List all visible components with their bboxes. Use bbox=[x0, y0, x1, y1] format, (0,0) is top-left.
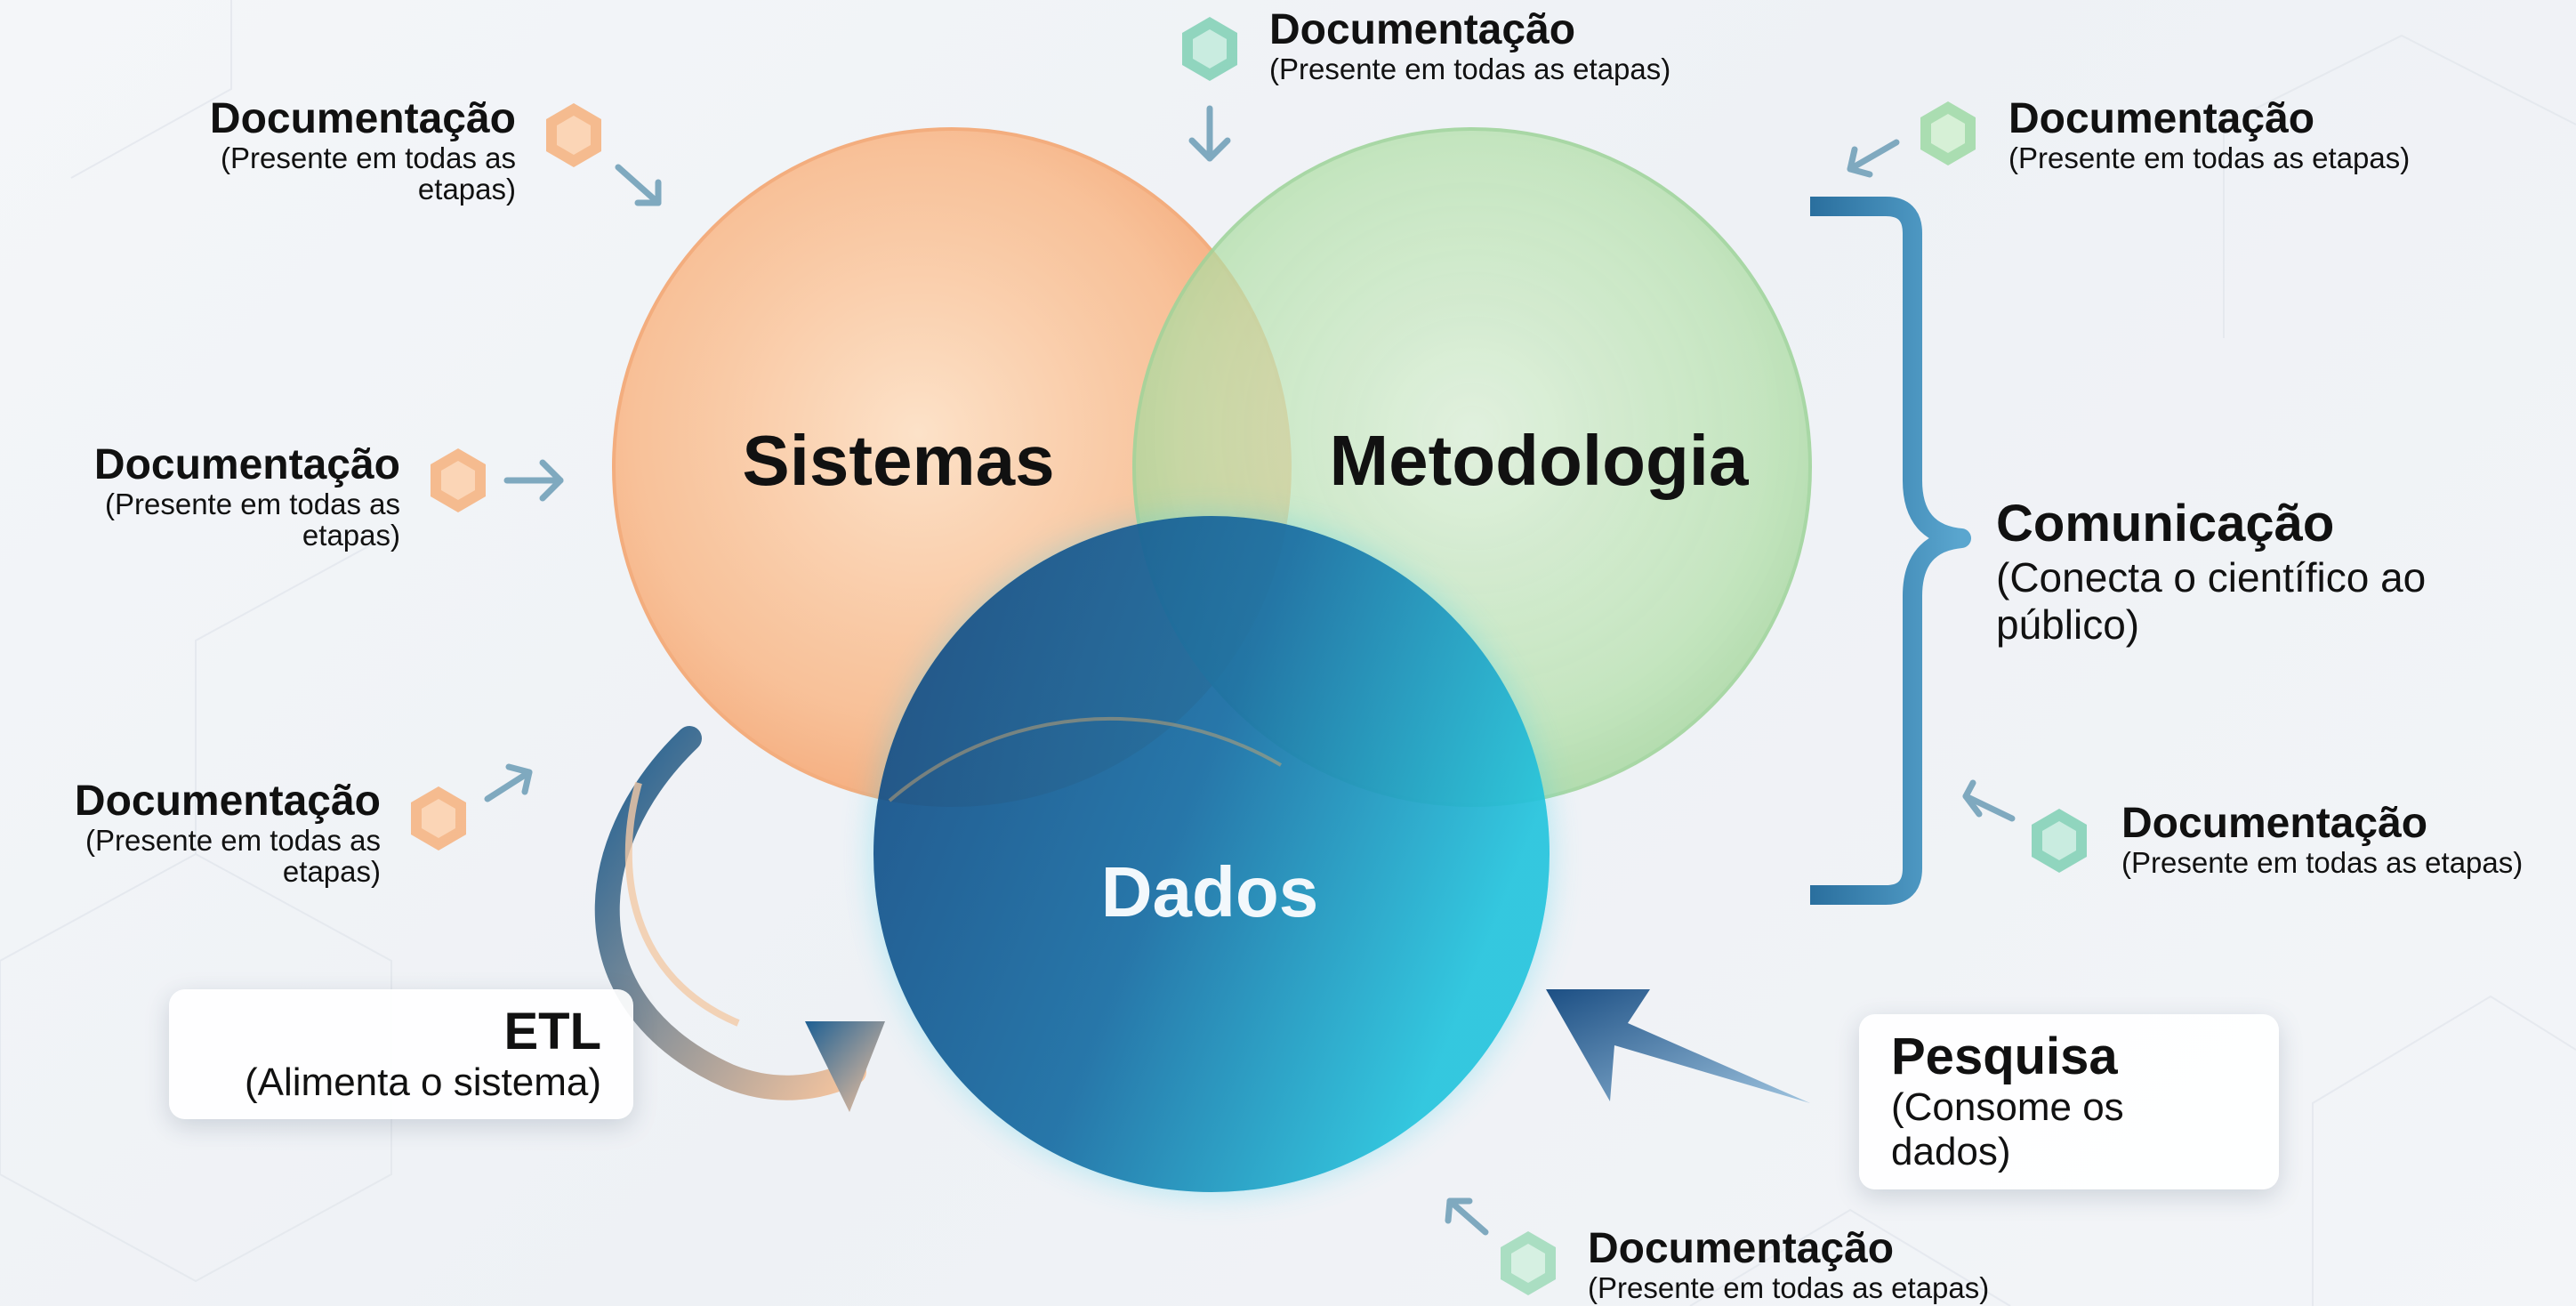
comunicacao-label: Comunicação (Conecta o científico ao púb… bbox=[1996, 495, 2427, 648]
arrow-up-left-icon bbox=[1445, 1197, 1489, 1236]
pesquisa-callout: Pesquisa (Consome os dados) bbox=[1859, 1014, 2279, 1189]
documentation-label-top-center: Documentação (Presente em todas as etapa… bbox=[1269, 6, 1671, 85]
documentation-hex-icon bbox=[1920, 101, 1976, 165]
arrow-down-left-icon bbox=[1847, 139, 1900, 178]
arrow-up-right-icon bbox=[484, 763, 533, 802]
documentation-hex-icon bbox=[546, 103, 601, 167]
documentation-label-top-right: Documentação (Presente em todas as etapa… bbox=[2008, 95, 2411, 174]
metodologia-title: Metodologia bbox=[1329, 421, 1749, 500]
documentation-hex-icon bbox=[1182, 17, 1237, 81]
arrow-down-right-icon bbox=[615, 164, 662, 206]
documentation-label-bottom-right: Documentação (Presente em todas as etapa… bbox=[2121, 800, 2524, 879]
documentation-label-top-left: Documentação (Presente em todas as etapa… bbox=[209, 95, 516, 206]
dados-circle bbox=[873, 516, 1550, 1192]
documentation-hex-icon bbox=[1501, 1231, 1556, 1295]
arrow-right-icon bbox=[503, 459, 564, 502]
arrow-down-icon bbox=[1188, 105, 1231, 162]
pesquisa-arrow-icon bbox=[1546, 989, 1810, 1103]
documentation-label-bottom-center: Documentação (Presente em todas as etapa… bbox=[1588, 1225, 1990, 1304]
comunicacao-brace bbox=[1810, 197, 1971, 905]
overlap-sistemas-dados bbox=[888, 716, 1283, 802]
etl-arrow-icon bbox=[594, 726, 885, 1112]
etl-callout: ETL (Alimenta o sistema) bbox=[169, 989, 633, 1120]
dados-title: Dados bbox=[1100, 852, 1319, 931]
arrow-up-left-icon bbox=[1962, 779, 2016, 822]
documentation-hex-icon bbox=[431, 448, 486, 512]
documentation-label-bottom-left: Documentação (Presente em todas as etapa… bbox=[74, 778, 381, 889]
sistemas-title: Sistemas bbox=[742, 421, 1055, 500]
documentation-hex-icon bbox=[2032, 809, 2087, 873]
documentation-label-mid-left: Documentação (Presente em todas as etapa… bbox=[93, 441, 400, 552]
documentation-hex-icon bbox=[411, 786, 466, 851]
